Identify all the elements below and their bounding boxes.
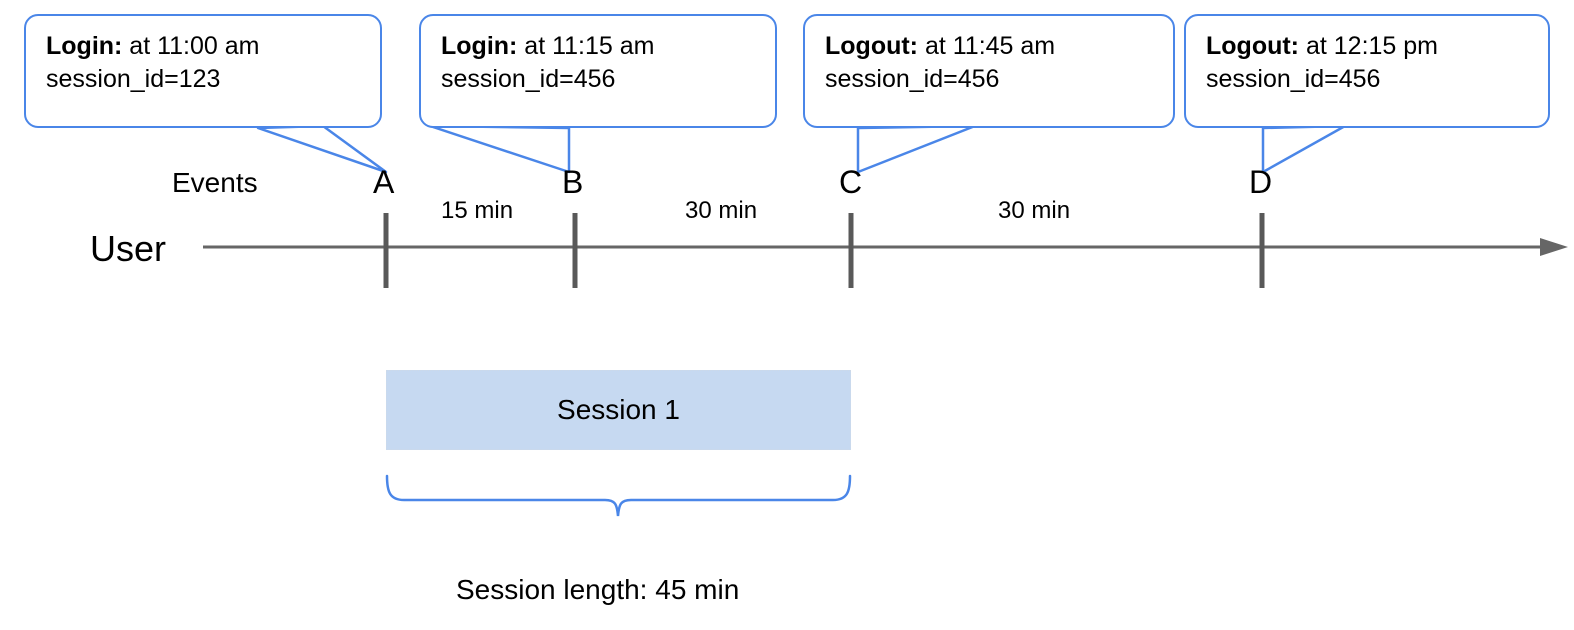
tick-label-a: A: [373, 164, 395, 200]
callout-a-event: Login:: [46, 32, 123, 60]
callout-tail-b: [428, 124, 571, 174]
callout-c-line1: Logout: at 11:45 am: [825, 30, 1155, 63]
callout-event-c[interactable]: Logout: at 11:45 am session_id=456: [803, 14, 1175, 128]
callout-a-session: session_id=123: [46, 65, 221, 93]
callout-event-d[interactable]: Logout: at 12:15 pm session_id=456: [1184, 14, 1550, 128]
callout-b-session: session_id=456: [441, 65, 616, 93]
tick-label-b: B: [562, 164, 584, 200]
callout-tail-a: [256, 124, 388, 174]
tick-label-d: D: [1249, 164, 1273, 200]
session-bar-label: Session 1: [557, 394, 680, 425]
callout-c-event: Logout:: [825, 32, 919, 60]
user-row-label: User: [90, 228, 167, 269]
events-row-label: Events: [172, 167, 258, 198]
callout-b-event: Login:: [441, 32, 518, 60]
callout-d-event: Logout:: [1206, 32, 1300, 60]
interval-label-bc: 30 min: [685, 197, 758, 224]
session-bar[interactable]: Session 1: [386, 370, 851, 450]
callout-d-time: at 12:15 pm: [1299, 32, 1438, 60]
callout-a-time: at 11:00 am: [122, 32, 260, 60]
session-brace: [385, 474, 852, 517]
callout-event-a[interactable]: Login: at 11:00 am session_id=123: [24, 14, 382, 128]
callout-d-session: session_id=456: [1206, 65, 1381, 93]
callout-event-b[interactable]: Login: at 11:15 am session_id=456: [419, 14, 777, 128]
timeline-arrowhead: [1540, 238, 1568, 256]
callout-tail-d: [1261, 124, 1347, 174]
callout-b-line1: Login: at 11:15 am: [441, 30, 757, 63]
tick-label-c: C: [839, 164, 863, 200]
interval-label-ab: 15 min: [441, 197, 514, 224]
callout-a-line1: Login: at 11:00 am: [46, 30, 362, 63]
interval-label-cd: 30 min: [998, 197, 1071, 224]
callout-c-time: at 11:45 am: [918, 32, 1056, 60]
callout-b-time: at 11:15 am: [517, 32, 655, 60]
callout-d-line1: Logout: at 12:15 pm: [1206, 30, 1530, 63]
callout-tail-c: [856, 124, 977, 174]
callout-c-session: session_id=456: [825, 65, 1000, 93]
session-length-caption: Session length: 45 min: [456, 574, 740, 605]
